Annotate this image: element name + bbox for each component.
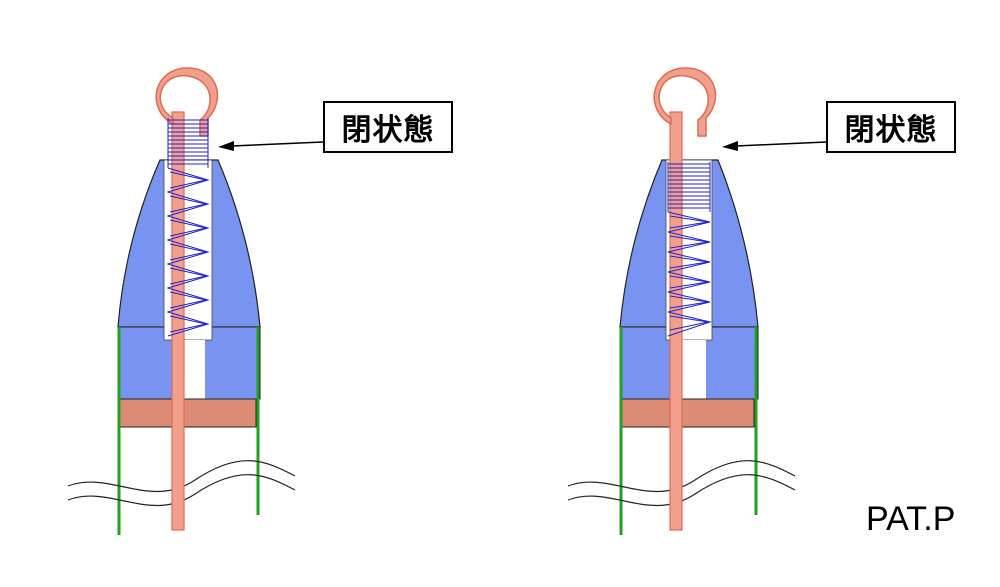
right-break-line-1 bbox=[567, 460, 796, 493]
right-spring bbox=[667, 162, 712, 337]
right-assembly bbox=[567, 67, 827, 535]
left-break-line-1 bbox=[67, 460, 296, 493]
left-spring bbox=[166, 118, 210, 337]
left-break-line-2 bbox=[67, 474, 296, 507]
right-break-line-2 bbox=[567, 474, 796, 507]
right-band bbox=[621, 398, 755, 428]
right-loop bbox=[653, 67, 717, 137]
patent-mark: PAT.P bbox=[866, 500, 956, 538]
left-rod bbox=[171, 111, 185, 531]
right-leader-arrow bbox=[722, 141, 827, 151]
state-label-right: 閉状態 bbox=[826, 101, 956, 153]
left-band bbox=[119, 398, 257, 428]
left-leader-arrow bbox=[218, 141, 324, 151]
right-rod bbox=[669, 111, 683, 531]
left-assembly bbox=[67, 67, 324, 535]
state-label-left: 閉状態 bbox=[323, 101, 453, 153]
